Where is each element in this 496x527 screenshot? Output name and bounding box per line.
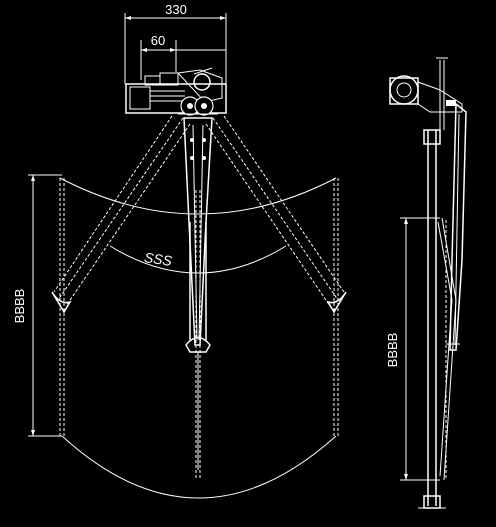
wiping-area-arcs xyxy=(59,177,337,499)
side-pillar xyxy=(418,129,446,509)
side-wiper-blade xyxy=(437,217,457,481)
dimension-height-side: BBBB xyxy=(385,217,440,481)
sweep-angle-label: SSS xyxy=(143,249,174,269)
front-view: 330 60 xyxy=(12,2,347,499)
wiper-arm-center xyxy=(183,117,213,353)
dimension-330-label: 330 xyxy=(165,2,187,17)
dimension-height-front-label: BBBB xyxy=(12,289,27,324)
side-view: BBBB xyxy=(385,57,467,509)
dimension-height-side-label: BBBB xyxy=(385,333,400,368)
sweep-angle: SSS xyxy=(143,249,174,269)
dimension-60-label: 60 xyxy=(151,33,165,48)
wiper-arm-right-position xyxy=(205,115,347,436)
motor-housing xyxy=(125,67,227,114)
dimension-60: 60 xyxy=(140,33,226,80)
side-wiper-arm xyxy=(446,102,467,351)
wiper-arm-left-position xyxy=(51,115,191,436)
side-motor-head xyxy=(389,57,463,130)
dimension-330: 330 xyxy=(124,2,227,84)
wiper-blade-center xyxy=(195,190,201,478)
dimension-height-front: BBBB xyxy=(12,174,62,437)
pivot-assembly xyxy=(178,96,218,116)
